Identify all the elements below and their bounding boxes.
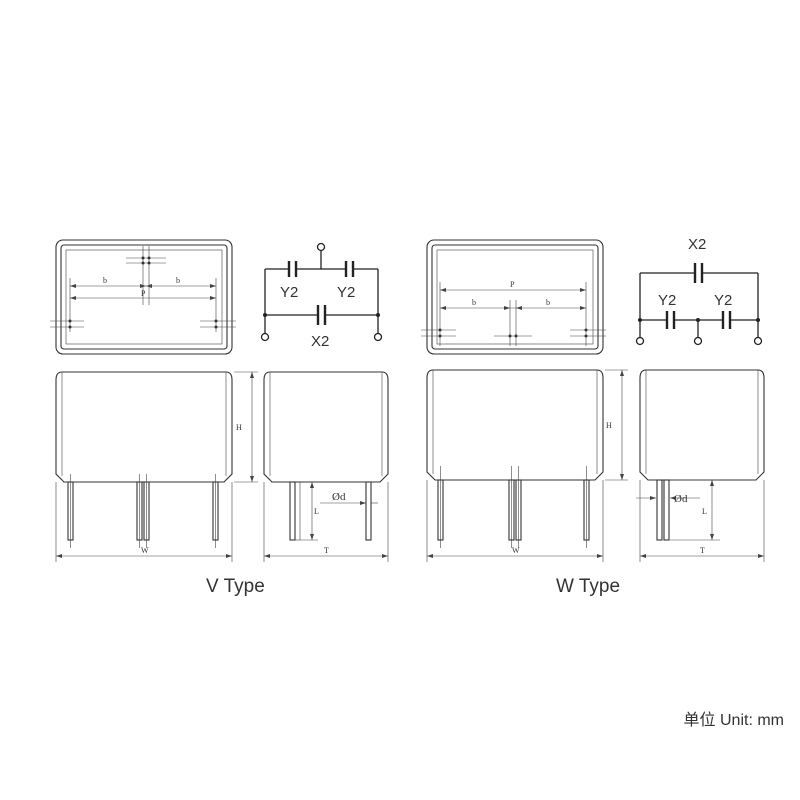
v-cap-x2-label: X2 xyxy=(311,333,329,350)
v-cap-y2-right-label: Y2 xyxy=(337,284,355,301)
w-height-label: H xyxy=(606,421,612,430)
w-cap-y2-left-label: Y2 xyxy=(658,292,676,309)
w-side-view: Ød L T xyxy=(636,369,765,562)
w-circuit-diagram: X2 Y2 Y2 xyxy=(635,236,763,346)
v-top-view: b b P xyxy=(50,239,236,355)
v-side-view: L Ød T xyxy=(263,371,389,562)
v-width-label: W xyxy=(141,546,149,555)
w-half-pitch-right-label: b xyxy=(546,298,550,307)
v-height-label: H xyxy=(236,423,242,432)
w-cap-y2-right-label: Y2 xyxy=(714,292,732,309)
w-lead-length-label: L xyxy=(702,507,707,516)
v-half-pitch-right-label: b xyxy=(176,276,180,285)
v-front-view: H W xyxy=(55,371,258,562)
v-circuit-diagram: Y2 Y2 X2 xyxy=(260,242,383,350)
w-width-label: W xyxy=(512,546,520,555)
v-type-caption: V Type xyxy=(206,576,265,597)
w-front-view: H W xyxy=(426,369,628,562)
w-top-view: P b b xyxy=(421,239,606,355)
w-thickness-label: T xyxy=(700,546,705,555)
v-cap-y2-left-label: Y2 xyxy=(280,284,298,301)
v-pitch-label: P xyxy=(141,289,146,298)
unit-note: 单位 Unit: mm xyxy=(683,712,784,729)
w-half-pitch-left-label: b xyxy=(472,298,476,307)
v-diameter-label: Ød xyxy=(332,491,346,503)
w-pitch-label: P xyxy=(510,280,515,289)
w-diameter-label: Ød xyxy=(674,493,688,505)
w-cap-x2-label: X2 xyxy=(688,236,706,253)
v-half-pitch-left-label: b xyxy=(103,276,107,285)
v-lead-length-label: L xyxy=(314,507,319,516)
w-type-caption: W Type xyxy=(556,576,621,597)
v-thickness-label: T xyxy=(324,546,329,555)
